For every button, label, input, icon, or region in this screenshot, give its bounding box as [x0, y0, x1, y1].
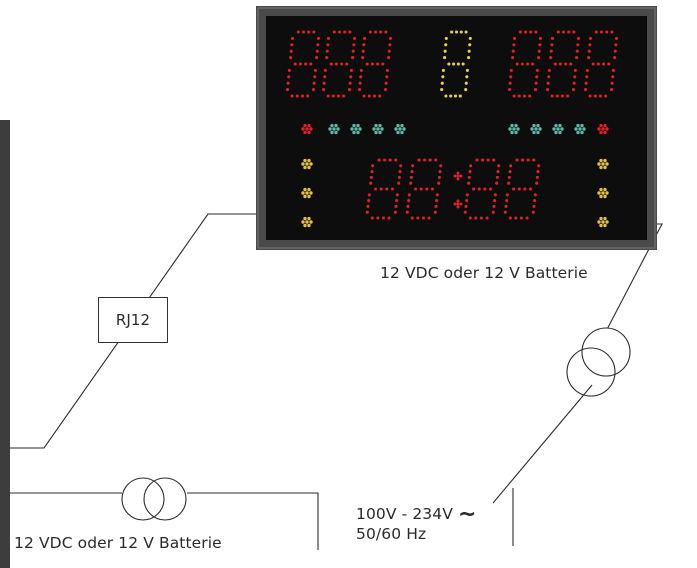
guest-side-lamp — [597, 158, 609, 170]
home-possession-lamp — [301, 123, 313, 135]
guest-side-lamp — [597, 187, 609, 199]
period-digit — [440, 30, 472, 98]
home-score-digit — [357, 30, 393, 98]
transformer-right — [566, 327, 631, 397]
guest-indicator-lamp — [530, 123, 542, 135]
clock-colon-dot — [453, 199, 463, 209]
guest-possession-lamp — [597, 123, 609, 135]
clock-colon-dot — [453, 171, 463, 181]
ac-symbol: ~ — [457, 502, 477, 527]
clock-digit — [365, 158, 403, 220]
rj12-connector-box: RJ12 — [98, 297, 168, 343]
home-score-digit — [285, 30, 321, 98]
right-supply-wire-a — [602, 223, 663, 338]
home-indicator-lamp — [328, 123, 340, 135]
left-supply-wire-b — [187, 492, 319, 550]
clock-digit — [503, 158, 541, 220]
mains-frequency: 50/60 Hz — [356, 525, 427, 543]
clock-digit — [405, 158, 443, 220]
home-side-lamp — [301, 158, 313, 170]
home-indicator-lamp — [372, 123, 384, 135]
rj12-label: RJ12 — [115, 311, 151, 329]
guest-score-digit — [507, 30, 543, 98]
mains-voltage: 100V - 234V — [356, 505, 453, 523]
home-side-lamp — [301, 216, 313, 228]
home-side-lamp — [301, 187, 313, 199]
supply-power-label: 12 VDC oder 12 V Batterie — [14, 534, 222, 552]
guest-indicator-lamp — [552, 123, 564, 135]
mains-label: 100V - 234V ~ 50/60 Hz — [356, 503, 477, 544]
home-indicator-lamp — [350, 123, 362, 135]
guest-indicator-lamp — [508, 123, 520, 135]
left-wall-edge — [0, 120, 10, 568]
clock-digit — [463, 158, 501, 220]
home-score-digit — [321, 30, 357, 98]
home-indicator-lamp — [394, 123, 406, 135]
display-power-label: 12 VDC oder 12 V Batterie — [380, 264, 588, 282]
right-supply-wire-b — [492, 384, 593, 504]
guest-score-digit — [545, 30, 581, 98]
guest-score-digit — [583, 30, 619, 98]
guest-indicator-lamp — [574, 123, 586, 135]
guest-side-lamp — [597, 216, 609, 228]
scoreboard-panel — [266, 16, 647, 240]
transformer-left — [121, 477, 187, 521]
scoreboard — [256, 6, 657, 250]
